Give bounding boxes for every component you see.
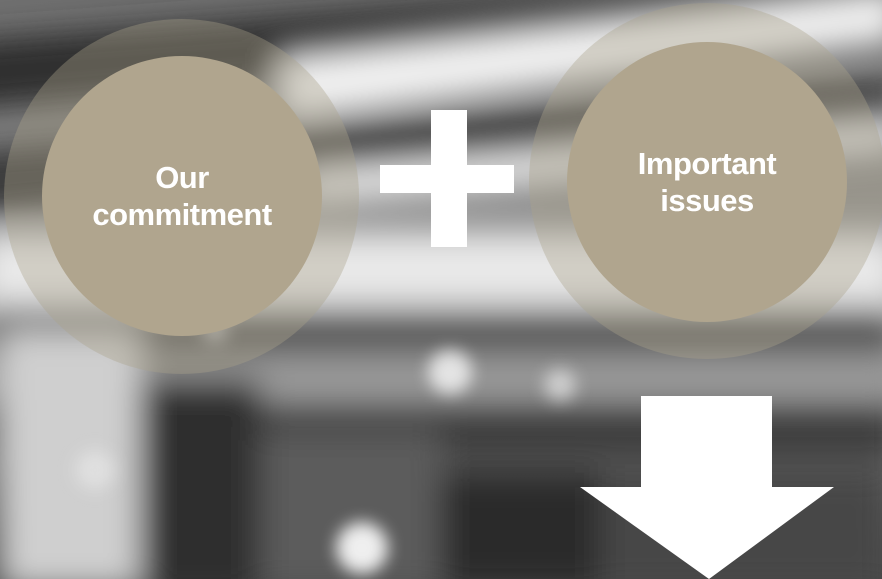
issues-circle: Important issues (567, 42, 847, 322)
commitment-circle: Our commitment (42, 56, 322, 336)
issues-label: Important issues (637, 146, 777, 218)
commitment-label: Our commitment (92, 160, 272, 232)
